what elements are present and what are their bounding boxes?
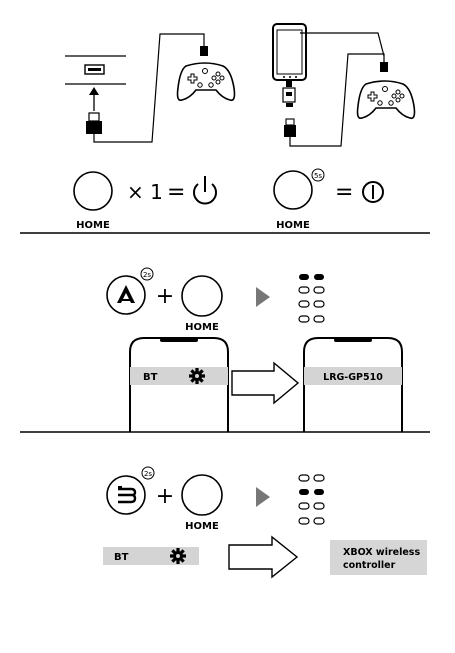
led-indicator-icon [299, 475, 324, 524]
phone-screen-left: BT [130, 338, 228, 432]
home-button-icon [182, 276, 222, 316]
section-pairing-b: 2s + HOME BT [103, 467, 427, 577]
up-arrow-icon [89, 87, 99, 111]
outline-right-arrow-icon [232, 363, 298, 403]
device-name-line2: controller [343, 560, 396, 571]
section-wired-connection: HOME × 1 = 5s HOME = [65, 24, 415, 231]
led-indicator-icon [299, 274, 324, 322]
times-one-text: × 1 [127, 180, 163, 204]
home-label: HOME [185, 322, 219, 333]
power-icon [194, 176, 216, 203]
gamepad-icon [178, 63, 235, 100]
play-triangle-icon [256, 487, 270, 507]
gamepad-icon [358, 81, 415, 118]
device-name: LRG-GP510 [323, 372, 383, 383]
power-icon [363, 182, 383, 202]
hold-badge-text: 5s [314, 172, 322, 180]
play-triangle-icon [256, 287, 270, 307]
home-button-icon [182, 475, 222, 515]
bt-label: BT [143, 372, 158, 383]
home-button-icon [274, 171, 312, 209]
home-label: HOME [276, 220, 310, 231]
equals-sign: = [335, 180, 353, 205]
device-name-line1: XBOX wireless [343, 547, 420, 558]
home-label: HOME [185, 521, 219, 532]
usb-plug-icon [86, 34, 208, 142]
usb-port-icon [65, 56, 126, 84]
hold-badge-text: 2s [143, 271, 151, 279]
phone-screen-right: LRG-GP510 [304, 338, 402, 432]
usb-plug-icon [284, 33, 388, 146]
gear-icon [170, 548, 186, 564]
gear-icon [189, 368, 205, 384]
plus-sign: + [156, 284, 174, 309]
bt-label: BT [114, 552, 129, 563]
outline-right-arrow-icon [229, 537, 297, 577]
equals-sign: = [167, 180, 185, 205]
home-button-icon [74, 172, 112, 210]
plus-sign: + [156, 484, 174, 509]
home-label: HOME [76, 220, 110, 231]
hold-badge-text: 2s [144, 470, 152, 478]
section-pairing-a: 2s + HOME BT [107, 268, 402, 432]
usb-c-adapter-icon [283, 81, 295, 107]
a-button-icon [107, 276, 145, 314]
